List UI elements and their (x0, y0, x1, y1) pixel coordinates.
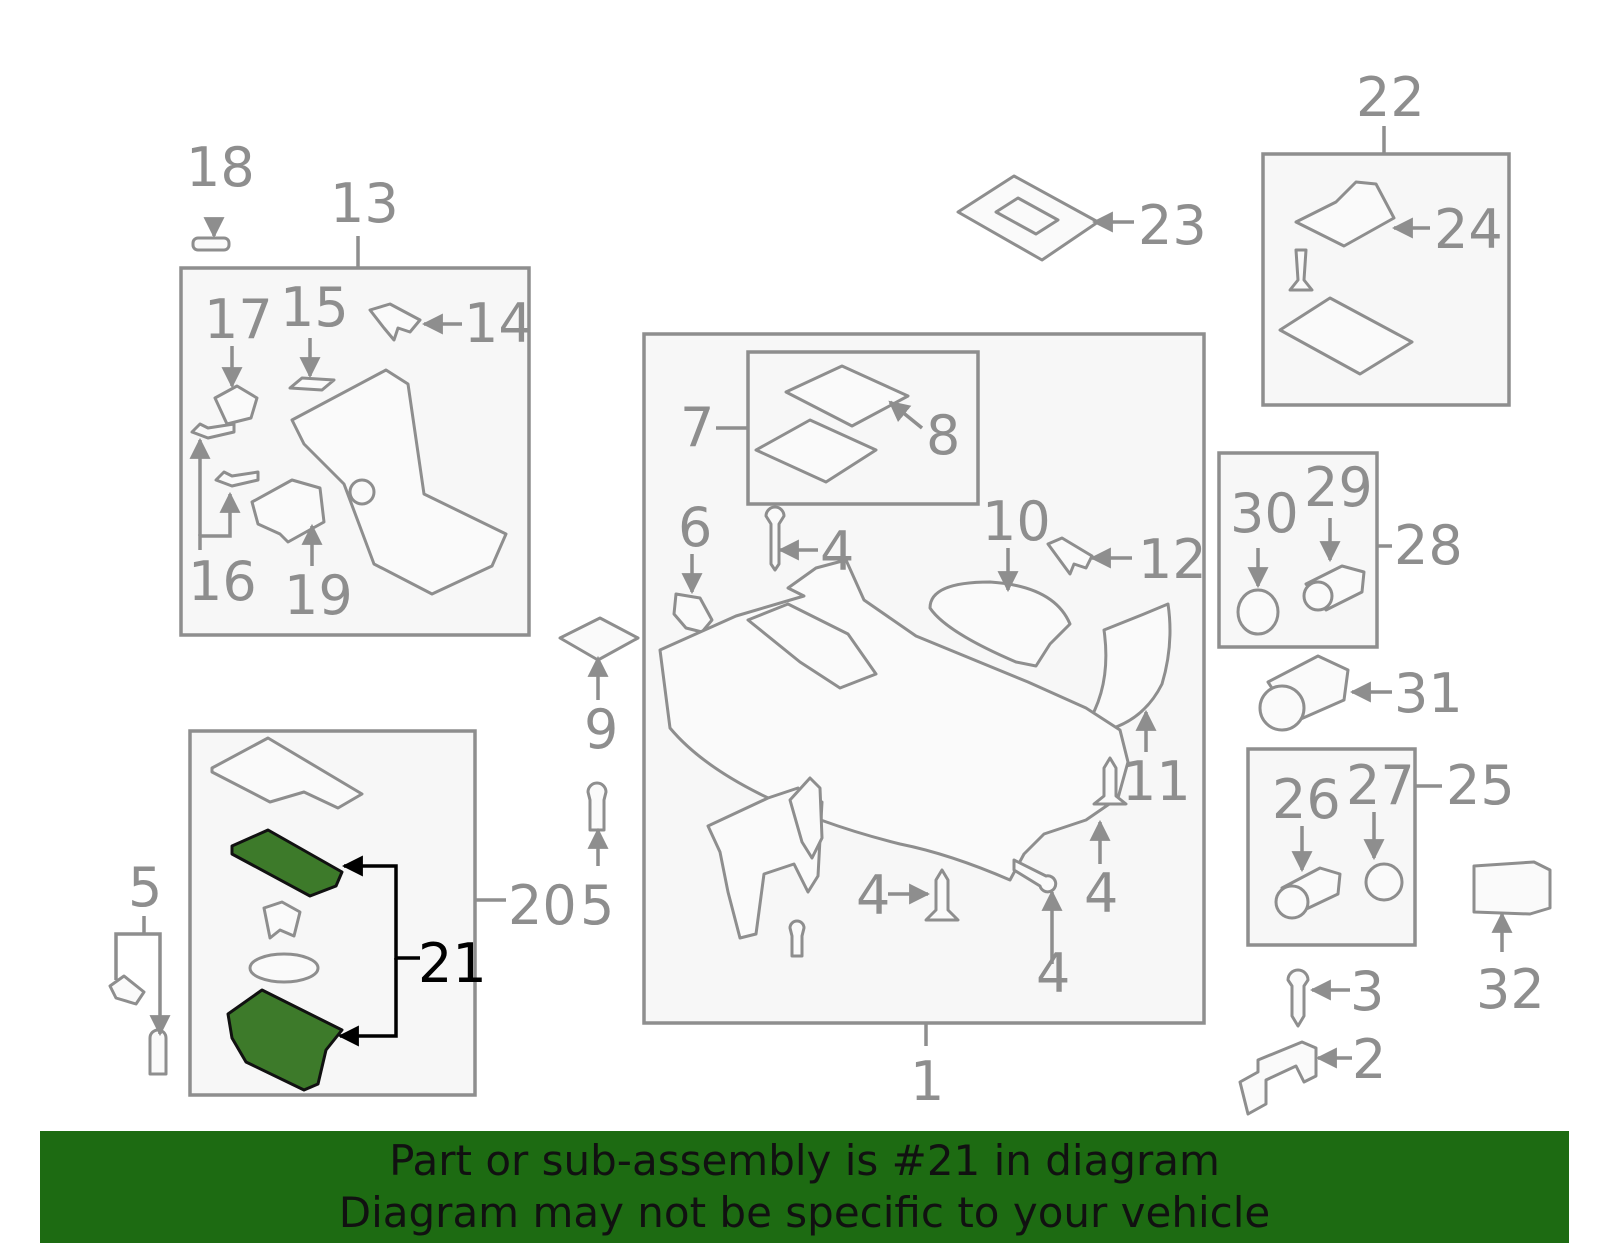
part-26-socket-face (1274, 884, 1310, 920)
callout-14: 14 (464, 292, 533, 355)
callout-8: 8 (926, 404, 960, 467)
callout-28: 28 (1394, 514, 1463, 577)
callout-13: 13 (330, 172, 399, 235)
part-20-clip (262, 900, 302, 940)
callout-21-highlighted: 21 (418, 932, 487, 995)
callout-19: 19 (284, 564, 353, 627)
part-15-clip (288, 376, 336, 392)
part-9-pad (558, 616, 640, 662)
notice-banner: Part or sub-assembly is #21 in diagram D… (40, 1131, 1569, 1243)
part-27-ring (1364, 862, 1404, 902)
part-12-bracket (1046, 536, 1094, 576)
box-25-socket (1246, 747, 1417, 947)
part-7-tray (754, 418, 878, 484)
callout-11: 11 (1122, 750, 1191, 813)
callout-9: 9 (584, 698, 618, 761)
part-10-armrest (928, 580, 1072, 668)
callout-12: 12 (1138, 528, 1207, 591)
callout-4-right: 4 (1084, 862, 1118, 925)
part-21-holder-highlighted (226, 988, 344, 1092)
callout-22: 22 (1356, 66, 1425, 129)
part-24-shift-boot (1294, 180, 1396, 248)
part-14-bracket (368, 302, 422, 342)
callout-32: 32 (1476, 958, 1545, 1021)
part-30-cap (1236, 588, 1280, 636)
callout-1: 1 (910, 1050, 944, 1113)
part-3-screw (1286, 968, 1310, 1028)
callout-25: 25 (1446, 754, 1515, 817)
callout-6: 6 (678, 496, 712, 559)
part-1-console-opening (746, 602, 878, 690)
callout-18: 18 (186, 136, 255, 199)
callout-24: 24 (1434, 198, 1503, 261)
part-20-pad (248, 952, 320, 984)
part-20-cup-holder-frame (210, 736, 364, 810)
callout-16: 16 (188, 550, 257, 613)
callout-15: 15 (280, 276, 349, 339)
callout-10: 10 (982, 490, 1051, 553)
callout-7: 7 (680, 396, 714, 459)
part-13-knob (348, 478, 376, 506)
leader-lines (114, 126, 1513, 1069)
callout-17: 17 (204, 288, 273, 351)
callout-5-right: 5 (580, 874, 614, 937)
callout-29: 29 (1304, 456, 1373, 519)
part-4-fasteners (764, 505, 1128, 958)
callout-5-left: 5 (128, 856, 162, 919)
callout-2: 2 (1352, 1028, 1386, 1091)
part-22-screw (1288, 248, 1314, 292)
part-22-bezel (1278, 296, 1414, 376)
part-23-bezel-opening (994, 196, 1060, 236)
callout-23: 23 (1138, 194, 1207, 257)
part-2-bracket (1238, 1040, 1318, 1116)
part-18-clip (191, 236, 231, 252)
part-32-module (1472, 860, 1552, 916)
callout-3: 3 (1350, 960, 1384, 1023)
banner-line-disclaimer: Diagram may not be specific to your vehi… (338, 1188, 1271, 1237)
part-29-socket-face (1302, 580, 1334, 612)
banner-line-part: Part or sub-assembly is #21 in diagram (389, 1136, 1220, 1185)
callout-labels: 18 13 17 15 14 16 19 22 23 24 7 8 6 4 10… (128, 66, 1545, 1113)
part-16-screws (190, 422, 260, 488)
callout-31: 31 (1394, 662, 1463, 725)
box-7-storage-tray (746, 350, 980, 506)
callout-4-bottom: 4 (1036, 942, 1070, 1005)
callout-26: 26 (1272, 768, 1341, 831)
callout-30: 30 (1230, 482, 1299, 545)
part-1-bracket-rear (788, 776, 824, 860)
part-8-mat (784, 364, 910, 428)
callout-4-top: 4 (820, 520, 854, 583)
part-13-trim-panel (290, 368, 508, 596)
callout-4-middle-left: 4 (856, 864, 890, 927)
part-31-socket-face (1258, 684, 1306, 732)
callout-20: 20 (508, 874, 577, 937)
part-21-lid-highlighted (230, 828, 344, 898)
callout-27: 27 (1346, 754, 1415, 817)
